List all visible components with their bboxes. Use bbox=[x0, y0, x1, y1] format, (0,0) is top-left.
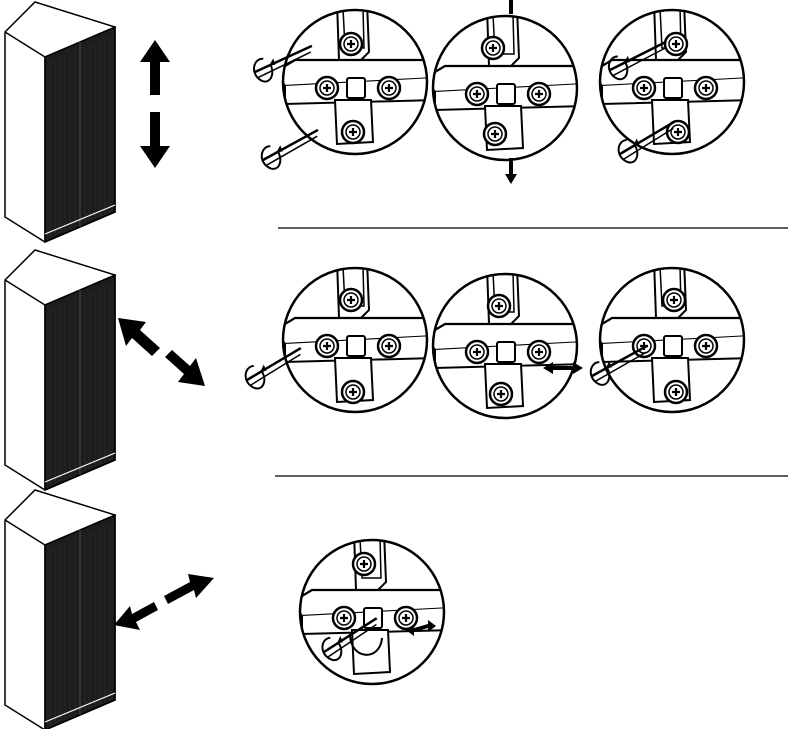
hinge-shift-vertical-icon bbox=[425, 0, 595, 184]
step-depth-adjustment bbox=[4, 489, 462, 729]
wardrobe-icon bbox=[4, 489, 116, 729]
diagonal-left-right-arrow bbox=[118, 318, 205, 386]
hinge-screw-loosen-icon bbox=[240, 260, 445, 412]
hinge-depth-screw-icon bbox=[292, 532, 462, 684]
hinge-shift-lateral-icon bbox=[425, 266, 595, 418]
hinge-screw-turn-icon bbox=[250, 2, 445, 173]
hinge-screw-tighten-icon bbox=[586, 260, 762, 412]
wardrobe-icon bbox=[4, 249, 116, 491]
wardrobe-icon bbox=[4, 1, 116, 243]
hinge-screw-tighten-icon bbox=[592, 2, 762, 166]
diagonal-in-out-arrow bbox=[114, 574, 214, 630]
step-side-adjustment bbox=[4, 249, 762, 491]
step-height-adjustment bbox=[4, 0, 762, 243]
up-down-arrow bbox=[140, 40, 170, 168]
